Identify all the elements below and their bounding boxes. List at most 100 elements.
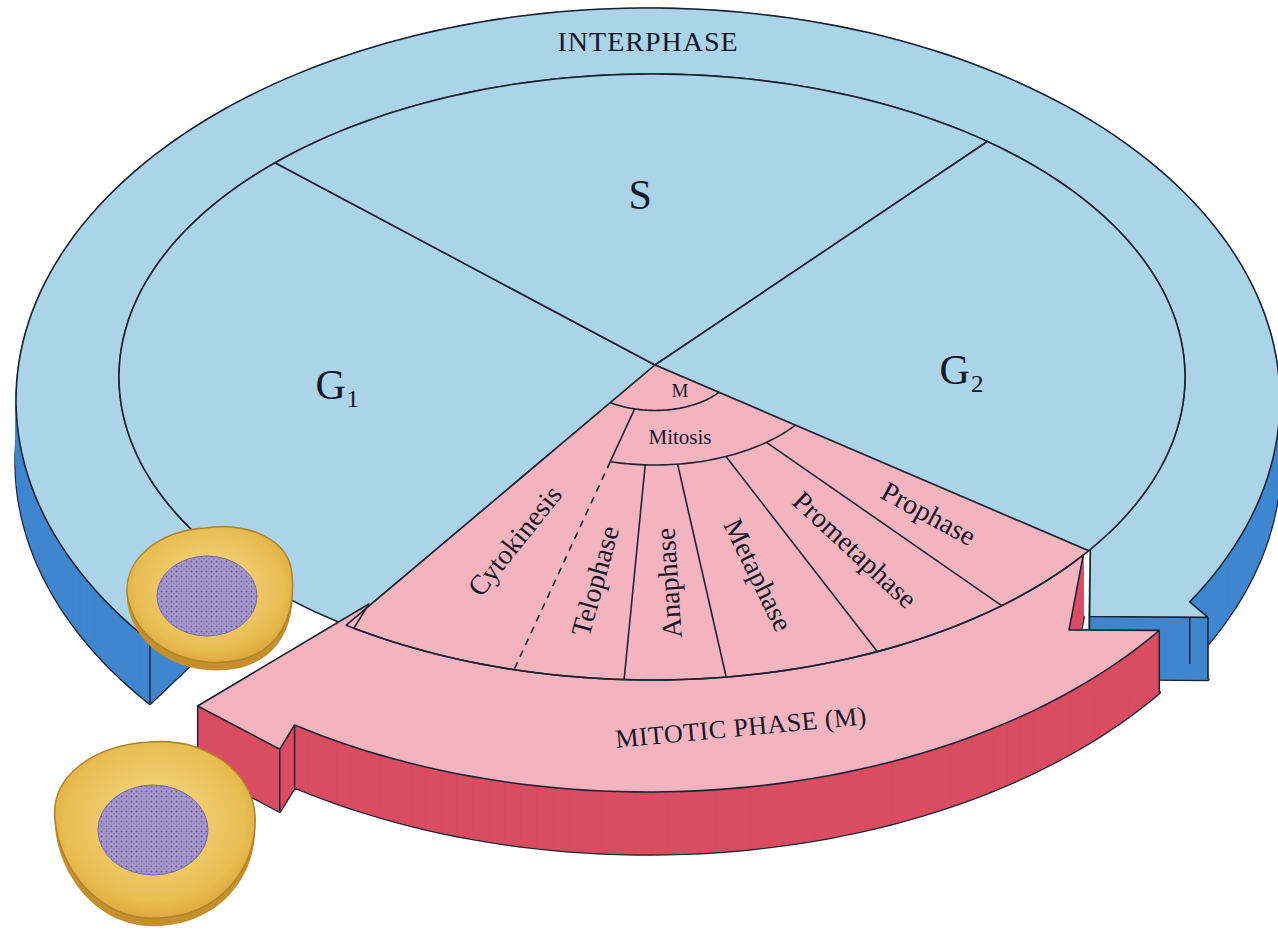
wall-face: [651, 792, 667, 854]
nucleus: [157, 556, 257, 636]
wall-face: [861, 766, 876, 832]
wall-face: [951, 739, 965, 806]
wall-corner: [149, 641, 151, 703]
wall-corner: [294, 725, 296, 787]
wall-face: [569, 789, 585, 852]
wall-face: [1007, 717, 1020, 785]
wall-face: [87, 581, 95, 652]
wall-face: [1256, 498, 1260, 570]
wall-face: [1034, 704, 1047, 772]
wall-face: [1228, 547, 1234, 618]
wall-face: [295, 725, 309, 793]
wall-face: [473, 777, 489, 842]
wall-face: [1059, 691, 1071, 760]
wall-face: [366, 751, 381, 817]
wall-face: [505, 782, 521, 846]
wedge-outline: [346, 365, 1088, 680]
wall-face: [602, 791, 618, 854]
wall-face: [892, 758, 907, 824]
wall-face: [380, 755, 395, 821]
wall-face: [907, 753, 922, 819]
wall-face: [521, 784, 537, 848]
phase-divider: [766, 442, 1001, 605]
wall-face: [308, 731, 322, 798]
wall-face: [395, 759, 410, 825]
nucleus: [98, 785, 208, 875]
inner-arc: [610, 392, 719, 410]
wall-face: [830, 772, 846, 837]
wall-face: [814, 775, 830, 840]
wall-face: [426, 767, 441, 832]
wall-face: [44, 515, 49, 587]
cell-body: [127, 527, 293, 663]
phase-label: S: [629, 171, 652, 219]
phase-divider: [726, 456, 877, 651]
wall-face: [121, 616, 130, 686]
wall-corner: [1207, 617, 1209, 679]
cell-body: [55, 742, 256, 919]
wall-face: [95, 590, 103, 661]
interphase-wall: [16, 8, 1278, 703]
wall-face: [1240, 528, 1246, 600]
phase-divider: [610, 409, 634, 462]
wall-face: [112, 608, 121, 679]
wall-face: [668, 791, 684, 853]
wall-corner: [1159, 630, 1161, 692]
wall-face: [1246, 518, 1251, 590]
phase-divider: [624, 465, 645, 680]
wall-face: [49, 524, 54, 596]
wall-face: [750, 785, 766, 849]
wall-face: [1020, 711, 1033, 779]
wall-face: [489, 779, 505, 843]
phase-band-fill: [198, 555, 1160, 792]
wall-face: [337, 741, 351, 808]
wall-face: [103, 599, 112, 670]
wall-face: [457, 774, 473, 839]
wall-face: [1046, 698, 1059, 767]
wall-face: [54, 534, 60, 606]
wall-face: [1214, 566, 1221, 637]
wall-face: [35, 495, 39, 567]
wall-face: [441, 770, 457, 835]
wall-face: [876, 762, 891, 828]
wall-face: [411, 763, 426, 829]
wall-face: [618, 792, 634, 854]
wall-face: [73, 563, 80, 634]
wall-face: [684, 791, 700, 854]
wall-face: [80, 572, 87, 643]
wall-face: [322, 736, 336, 803]
phase-divider: [678, 464, 727, 677]
wall-face: [979, 728, 993, 795]
wall-face: [537, 786, 553, 850]
phase-label: M: [672, 380, 689, 402]
wall-face: [798, 778, 814, 843]
wall-face: [766, 783, 782, 847]
mitosis-arc: [610, 425, 795, 465]
cell: [127, 527, 293, 671]
phase-label: G₂: [940, 346, 985, 394]
phase-label: G₁: [316, 361, 361, 409]
wall-face: [351, 746, 366, 813]
dashed-divider: [514, 462, 610, 670]
wall-face: [130, 625, 140, 695]
wall-face: [717, 788, 733, 851]
wall-face: [66, 553, 73, 624]
wall-face: [553, 788, 569, 851]
phase-label: INTERPHASE: [558, 26, 739, 58]
wall-face: [60, 544, 66, 615]
subphase-sector-fill: [346, 403, 634, 670]
cell: [55, 742, 256, 927]
wall-face: [1260, 488, 1264, 560]
wall-face: [922, 749, 937, 816]
wall-face: [1251, 508, 1256, 580]
wall-face: [993, 723, 1007, 791]
wall-face: [701, 790, 717, 853]
phase-label: Mitosis: [649, 425, 712, 449]
wall-face: [31, 485, 35, 557]
wall-face: [1071, 684, 1083, 753]
wall-face: [1221, 556, 1228, 627]
nucleus-stipple: [157, 556, 257, 636]
wall-corner: [279, 749, 281, 811]
wall-face: [1234, 537, 1240, 609]
